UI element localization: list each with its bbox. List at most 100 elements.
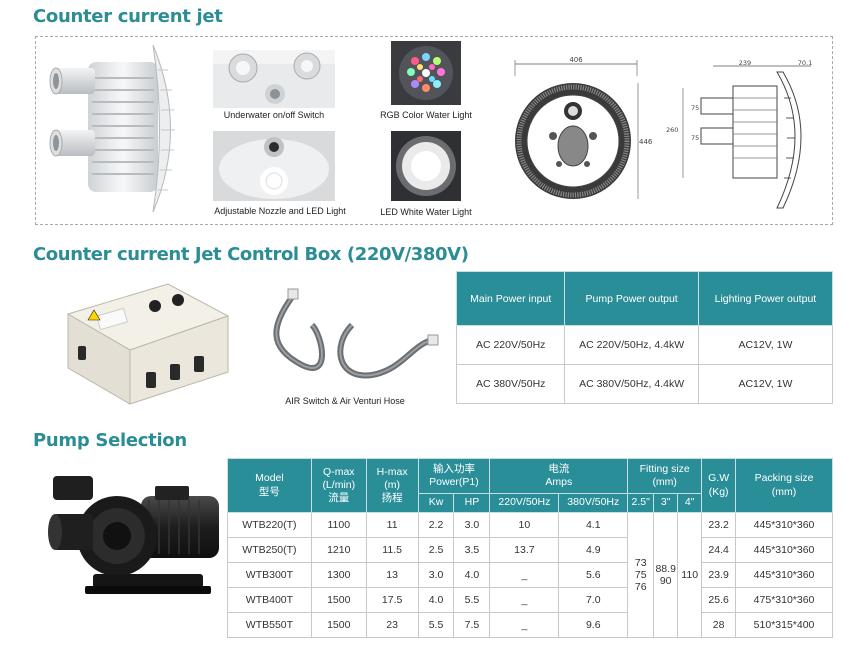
cell-qmax: 1300 xyxy=(310,562,367,589)
header-model-cn: 型号 xyxy=(258,485,280,498)
hose-caption: AIR Switch & Air Venturi Hose xyxy=(285,396,405,406)
header-power: 输入功率 Power(P1) xyxy=(417,458,491,494)
header-kw: Kw xyxy=(417,492,455,514)
table-row: WTB220(T) 1100 11 2.2 3.0 10 4.1 73 75 7… xyxy=(227,512,833,638)
header-model: Model 型号 xyxy=(227,457,312,514)
cell-amps-220: _ xyxy=(489,587,560,613)
table-row: AC 380V/50Hz AC 380V/50Hz, 4.4kW AC12V, … xyxy=(455,364,834,404)
jet-device-photo xyxy=(49,44,175,213)
header-fit-3: 3" xyxy=(653,492,679,514)
cell-kw: 2.2 xyxy=(417,512,455,539)
control-section-title: Counter current Jet Control Box (220V/38… xyxy=(33,244,469,265)
table-row: WTB400T 1500 17.5 4.0 5.5 _ 7.0 25.6 475… xyxy=(227,587,833,613)
nozzle-photo xyxy=(213,131,335,201)
cell-model: WTB400T xyxy=(227,587,312,613)
cell-gw: 24.4 xyxy=(701,537,737,564)
cell-packing: 445*310*360 xyxy=(735,537,833,564)
header-pump-power: Pump Power output xyxy=(564,271,699,326)
control-box-table: Main Power input Pump Power output Light… xyxy=(455,271,834,404)
cell-model: WTB250(T) xyxy=(227,537,312,564)
side-dim-b-label: 75 xyxy=(691,134,699,142)
header-power-en: Power(P1) xyxy=(429,475,479,488)
cell-amps-380: 5.6 xyxy=(558,562,629,589)
table-row: WTB300T 1300 13 3.0 4.0 _ 5.6 23.9 445*3… xyxy=(227,562,833,589)
side-dim-a-label: 75 xyxy=(691,104,699,112)
table-cell: AC 380V/50Hz xyxy=(455,364,566,404)
header-hmax-unit: (m) xyxy=(384,479,400,492)
header-qmax-unit: (L/min) xyxy=(322,479,356,492)
cell-amps-380: 7.0 xyxy=(558,587,629,613)
cell-amps-380: 4.1 xyxy=(558,512,629,539)
cell-gw: 28 xyxy=(701,611,737,639)
cell-hmax: 13 xyxy=(365,562,419,589)
header-power-cn: 输入功率 xyxy=(432,462,475,475)
cell-hp: 3.0 xyxy=(453,512,491,539)
table-cell: AC 220V/50Hz xyxy=(455,325,566,365)
front-height-label: 446 xyxy=(639,138,653,146)
cell-model: WTB220(T) xyxy=(227,512,312,539)
jet-feature-frame xyxy=(35,36,833,225)
hose-photo xyxy=(273,288,439,379)
cell-packing: 445*310*360 xyxy=(735,512,833,539)
pump-selection-table: Model 型号 Q-max (L/min) 流量 H-max (m) 扬程 输… xyxy=(227,457,833,639)
switch-caption: Underwater on/off Switch xyxy=(223,110,325,120)
table-cell: AC12V, 1W xyxy=(697,364,834,404)
side-depth-label: 70.1 xyxy=(798,59,812,67)
cell-qmax: 1100 xyxy=(310,512,367,539)
cell-model: WTB300T xyxy=(227,562,312,589)
header-amps-cn: 电流 xyxy=(548,462,570,475)
header-amps-380: 380V/50Hz xyxy=(558,492,629,514)
table-row: WTB250(T) 1210 11.5 2.5 3.5 13.7 4.9 24.… xyxy=(227,537,833,564)
cell-qmax: 1500 xyxy=(310,587,367,613)
cell-kw: 5.5 xyxy=(417,611,455,639)
front-width-label: 406 xyxy=(569,56,583,64)
header-amps: 电流 Amps xyxy=(489,458,629,494)
cell-fit-2-5: 73 75 76 xyxy=(627,512,655,638)
pump-section-title: Pump Selection xyxy=(33,430,187,451)
cell-fit-4: 110 xyxy=(677,512,703,638)
cell-gw: 23.9 xyxy=(701,562,737,589)
header-gw-unit: (Kg) xyxy=(708,485,729,498)
fit-2-5-b: 75 xyxy=(634,569,647,582)
cell-gw: 25.6 xyxy=(701,587,737,613)
header-amps-220: 220V/50Hz xyxy=(489,492,560,514)
cell-model: WTB550T xyxy=(227,611,312,639)
control-box-photo xyxy=(66,283,230,405)
header-fitting-unit: (mm) xyxy=(652,475,677,488)
header-main-power: Main Power input xyxy=(455,271,566,326)
header-fit-2-5: 2.5" xyxy=(627,492,655,514)
header-gw: G.W (Kg) xyxy=(701,457,737,514)
cell-amps-220: _ xyxy=(489,562,560,589)
cell-qmax: 1500 xyxy=(310,611,367,639)
pump-photo xyxy=(48,476,219,594)
cell-hp: 7.5 xyxy=(453,611,491,639)
header-qmax: Q-max (L/min) 流量 xyxy=(310,457,367,514)
nozzle-caption: Adjustable Nozzle and LED Light xyxy=(214,206,346,216)
switch-photo xyxy=(213,50,335,108)
cell-kw: 4.0 xyxy=(417,587,455,613)
table-row: WTB550T 1500 23 5.5 7.5 _ 9.6 28 510*315… xyxy=(227,611,833,639)
cell-amps-220: _ xyxy=(489,611,560,639)
cell-hp: 5.5 xyxy=(453,587,491,613)
fit-2-5-a: 73 xyxy=(634,557,647,570)
white-light-caption: LED White Water Light xyxy=(380,207,472,217)
header-fitting: Fitting size (mm) xyxy=(627,458,703,494)
header-hmax: H-max (m) 扬程 xyxy=(365,457,419,514)
fit-3-b: 90 xyxy=(659,575,672,588)
cell-amps-220: 13.7 xyxy=(489,537,560,564)
cell-hmax: 11.5 xyxy=(365,537,419,564)
cell-gw: 23.2 xyxy=(701,512,737,539)
cell-amps-380: 9.6 xyxy=(558,611,629,639)
cell-hmax: 11 xyxy=(365,512,419,539)
header-fitting-en: Fitting size xyxy=(639,462,690,475)
front-view-drawing: 406 446 xyxy=(514,56,653,199)
table-row: AC 220V/50Hz AC 220V/50Hz, 4.4kW AC12V, … xyxy=(455,325,834,365)
cell-fit-3: 88.9 90 xyxy=(653,512,679,638)
header-hmax-en: H-max xyxy=(376,465,408,478)
cell-hp: 3.5 xyxy=(453,537,491,564)
side-width-label: 239 xyxy=(739,59,751,67)
rgb-light-photo xyxy=(391,41,461,105)
side-view-drawing: 239 70.1 260 75 75 xyxy=(666,59,812,209)
cell-hp: 4.0 xyxy=(453,562,491,589)
side-height-label: 260 xyxy=(666,126,678,134)
